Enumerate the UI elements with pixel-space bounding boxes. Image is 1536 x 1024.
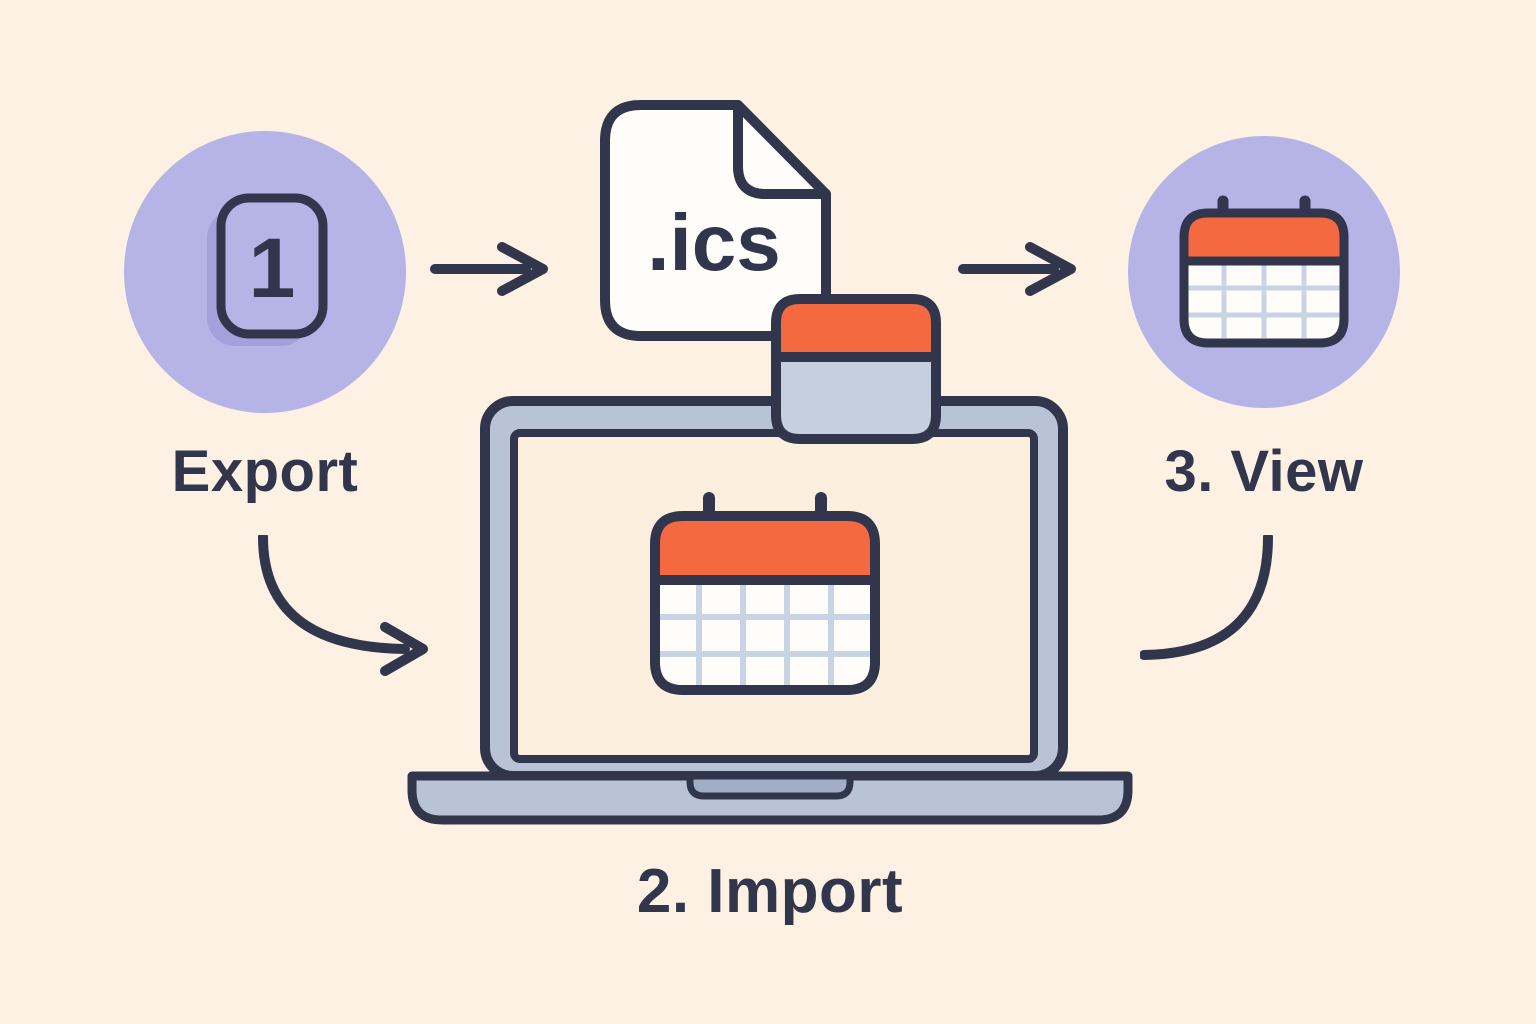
arrow-right-icon: [958, 242, 1076, 296]
curved-line-icon: [1140, 535, 1273, 660]
calendar-body-outline: [650, 575, 880, 695]
calendar-header: [771, 294, 941, 362]
calendar-body-outline: [1179, 256, 1349, 348]
step-2-label: 2. Import: [636, 857, 904, 926]
calendar-header: [1179, 208, 1349, 266]
laptop-notch: [686, 772, 854, 800]
step-1-circle: 1: [124, 131, 406, 413]
arrow-right-icon: [430, 242, 548, 296]
calendar-import-icon: [771, 294, 941, 444]
calendar-icon: [1179, 195, 1349, 348]
number-one-badge-icon: 1: [207, 193, 328, 346]
calendar-body: [655, 580, 875, 690]
badge-outline: [216, 193, 328, 339]
file-folded-corner: [733, 100, 831, 199]
calendar-grid: [1187, 261, 1341, 338]
step-1-label: Export: [171, 439, 359, 504]
calendar-header: [650, 511, 880, 585]
step-3-circle: [1128, 136, 1400, 408]
calendar-grid: [658, 580, 872, 687]
curved-arrow-icon: [258, 535, 428, 676]
file-extension-label: .ics: [647, 198, 780, 287]
step-1-number: 1: [249, 221, 296, 315]
step-3-label: 3. View: [1164, 439, 1364, 504]
calendar-body: [771, 352, 941, 444]
calendar-icon: [650, 492, 880, 695]
